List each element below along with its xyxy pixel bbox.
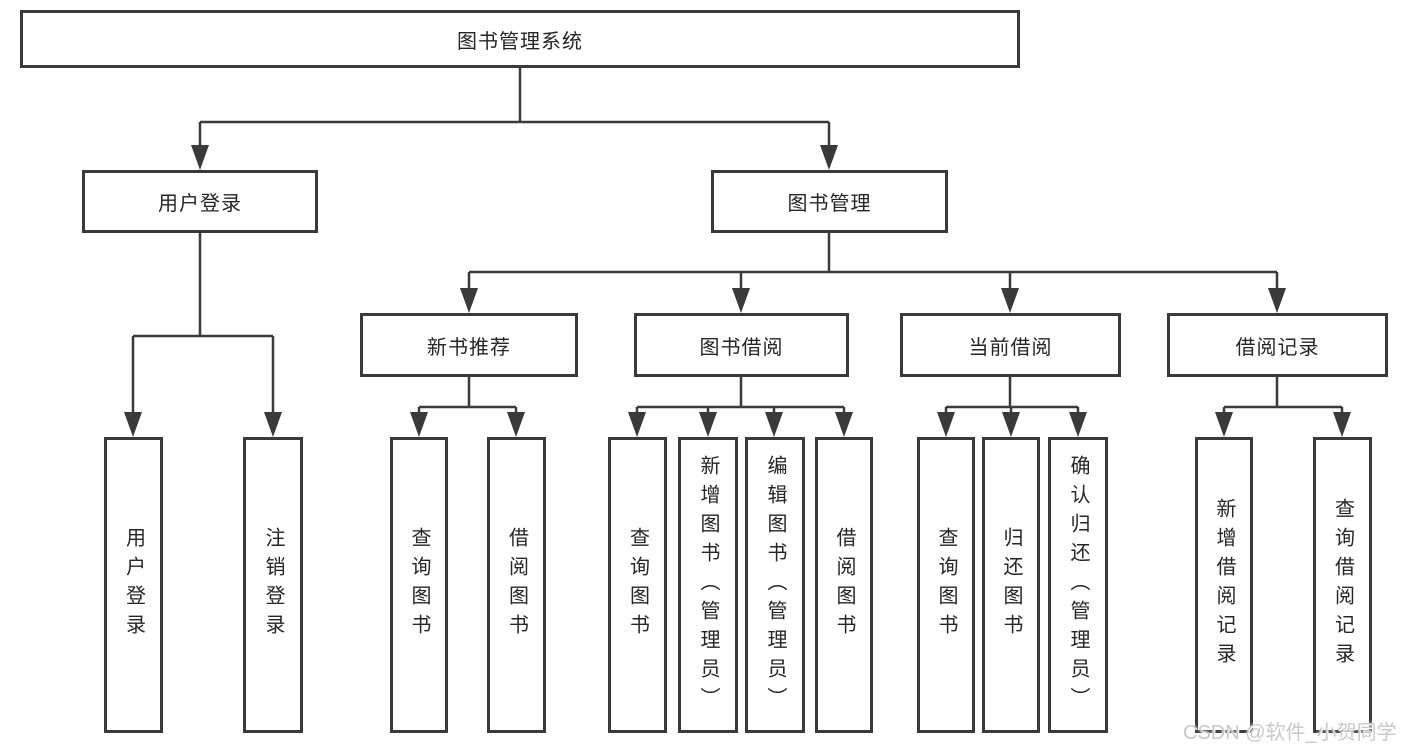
leaf-borrow-borrow-books: 借阅图书 <box>815 437 873 733</box>
edges-root <box>191 68 838 170</box>
node-borrow-record: 借阅记录 <box>1167 313 1388 377</box>
leaf-borrow-query-books: 查询图书 <box>608 437 667 733</box>
leaf-return-books-label: 归还图书 <box>1000 527 1022 643</box>
leaf-newbook-borrow-books: 借阅图书 <box>487 437 546 733</box>
leaf-newbook-query-books: 查询图书 <box>390 437 448 733</box>
leaf-user-login-label: 用户登录 <box>122 527 145 643</box>
node-new-book-label: 新书推荐 <box>427 336 511 359</box>
node-borrow-record-label: 借阅记录 <box>1235 336 1320 359</box>
leaf-query-borrow-record: 查询借阅记录 <box>1313 437 1372 733</box>
leaf-add-books-admin-label: 新增图书（管理员） <box>697 454 719 716</box>
node-book-mgmt-label: 图书管理 <box>787 193 872 215</box>
leaf-confirm-return-admin-label: 确认归还（管理员） <box>1067 454 1089 716</box>
edges-user-login <box>124 233 282 437</box>
edges-current-borrow <box>937 377 1087 437</box>
leaf-user-login: 用户登录 <box>104 437 163 733</box>
leaf-edit-books-admin-label: 编辑图书（管理员） <box>764 454 786 716</box>
node-root: 图书管理系统 <box>20 10 1020 68</box>
leaf-newbook-query-books-label: 查询图书 <box>408 527 430 643</box>
edges-book-borrow <box>628 377 853 437</box>
leaf-add-borrow-record: 新增借阅记录 <box>1195 437 1253 733</box>
node-current-borrow: 当前借阅 <box>900 313 1121 377</box>
node-book-borrow: 图书借阅 <box>634 313 849 377</box>
edges-new-book <box>410 377 525 437</box>
leaf-logout: 注销登录 <box>243 437 303 733</box>
leaf-return-books: 归还图书 <box>982 437 1040 733</box>
node-new-book: 新书推荐 <box>360 313 578 377</box>
leaf-newbook-borrow-books-label: 借阅图书 <box>505 527 528 643</box>
leaf-query-borrow-record-label: 查询借阅记录 <box>1331 498 1354 672</box>
edges-borrow-record <box>1215 377 1351 437</box>
leaf-confirm-return-admin: 确认归还（管理员） <box>1048 437 1108 733</box>
leaf-borrow-query-books-label: 查询图书 <box>626 527 649 643</box>
node-user-login-label: 用户登录 <box>158 193 242 215</box>
node-user-login: 用户登录 <box>82 170 318 233</box>
node-book-mgmt: 图书管理 <box>711 170 948 233</box>
node-book-borrow-label: 图书借阅 <box>699 336 784 359</box>
node-root-label: 图书管理系统 <box>457 30 583 53</box>
leaf-add-borrow-record-label: 新增借阅记录 <box>1213 498 1235 672</box>
edges-book-mgmt <box>460 233 1286 313</box>
leaf-current-query-books-label: 查询图书 <box>935 527 957 643</box>
leaf-borrow-borrow-books-label: 借阅图书 <box>833 527 855 643</box>
leaf-logout-label: 注销登录 <box>262 527 284 643</box>
leaf-add-books-admin: 新增图书（管理员） <box>678 437 738 733</box>
csdn-watermark: CSDN @软件_小贺同学 <box>1183 722 1397 744</box>
leaf-current-query-books: 查询图书 <box>917 437 975 733</box>
node-current-borrow-label: 当前借阅 <box>968 336 1053 359</box>
leaf-edit-books-admin: 编辑图书（管理员） <box>745 437 805 733</box>
